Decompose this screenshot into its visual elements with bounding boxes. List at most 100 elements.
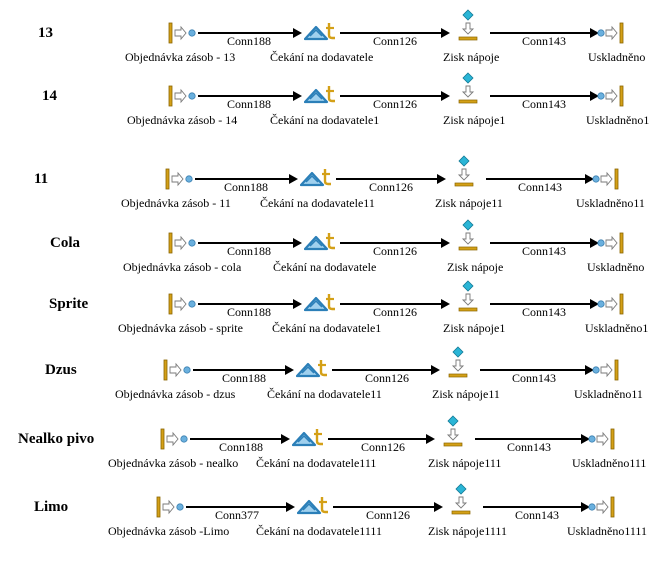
- connector-line[interactable]: [190, 438, 282, 440]
- triangle-clock-icon[interactable]: [291, 426, 326, 453]
- connector-line[interactable]: [475, 438, 582, 440]
- connector-label: Conn188: [227, 244, 272, 258]
- entry-bar-arrow-circle-icon[interactable]: [168, 232, 200, 259]
- connector-arrowhead: [441, 238, 450, 248]
- process-label: Zisk nápoje11: [435, 196, 503, 210]
- circle-arrow-exit-bar-icon[interactable]: [597, 22, 625, 49]
- circle-arrow-exit-bar-icon[interactable]: [588, 428, 616, 455]
- connector-arrowhead: [441, 91, 450, 101]
- process-label: Zisk nápoje1: [443, 321, 506, 335]
- flow-row: [0, 66, 667, 67]
- sink-label: Uskladněno: [587, 260, 645, 274]
- connector-label: Conn126: [373, 97, 418, 111]
- entry-bar-arrow-circle-icon[interactable]: [168, 22, 200, 49]
- entry-bar-arrow-circle-icon[interactable]: [156, 496, 188, 523]
- connector-label: Conn143: [507, 440, 552, 454]
- sink-label: Uskladněno11: [574, 387, 643, 401]
- diamond-down-arrow-icon[interactable]: [458, 72, 478, 111]
- entry-bar-arrow-circle-icon[interactable]: [163, 359, 195, 386]
- connector-label: Conn188: [227, 305, 272, 319]
- triangle-clock-icon[interactable]: [295, 357, 330, 384]
- circle-arrow-exit-bar-icon[interactable]: [597, 85, 625, 112]
- process-label: Zisk nápoje: [447, 260, 504, 274]
- flow-row: [0, 213, 667, 214]
- connector-line[interactable]: [198, 242, 294, 244]
- entry-bar-arrow-circle-icon[interactable]: [160, 428, 192, 455]
- flow-row: [0, 3, 667, 4]
- circle-arrow-exit-bar-icon[interactable]: [597, 293, 625, 320]
- connector-line[interactable]: [490, 242, 591, 244]
- connector-line[interactable]: [490, 303, 591, 305]
- connector-line[interactable]: [186, 506, 287, 508]
- row-title: Limo: [34, 499, 69, 515]
- source-label: Objednávka zásob - 13: [125, 50, 236, 64]
- row-title: 14: [42, 88, 57, 104]
- circle-arrow-exit-bar-icon[interactable]: [597, 232, 625, 259]
- connector-label: Conn143: [522, 34, 567, 48]
- connector-arrowhead: [441, 299, 450, 309]
- circle-arrow-exit-bar-icon[interactable]: [588, 496, 616, 523]
- connector-label: Conn143: [522, 305, 567, 319]
- source-label: Objednávka zásob - 14: [127, 113, 238, 127]
- connector-arrowhead: [281, 434, 290, 444]
- triangle-clock-icon[interactable]: [299, 166, 334, 193]
- connector-line[interactable]: [328, 438, 427, 440]
- diamond-down-arrow-icon[interactable]: [458, 219, 478, 258]
- connector-line[interactable]: [486, 178, 586, 180]
- connector-line[interactable]: [490, 32, 591, 34]
- diamond-down-arrow-icon[interactable]: [458, 280, 478, 319]
- diamond-down-arrow-icon[interactable]: [448, 346, 468, 385]
- diamond-down-arrow-icon[interactable]: [443, 415, 463, 454]
- diamond-down-arrow-icon[interactable]: [458, 9, 478, 48]
- connector-label: Conn188: [222, 371, 267, 385]
- sink-label: Uskladněno111: [572, 456, 647, 470]
- diamond-down-arrow-icon[interactable]: [451, 483, 471, 522]
- connector-line[interactable]: [336, 178, 438, 180]
- triangle-clock-icon[interactable]: [303, 230, 338, 257]
- flow-row: [0, 274, 667, 275]
- entry-bar-arrow-circle-icon[interactable]: [168, 293, 200, 320]
- connector-line[interactable]: [198, 32, 294, 34]
- connector-line[interactable]: [193, 369, 286, 371]
- connector-line[interactable]: [340, 32, 442, 34]
- delay-label: Čekání na dodavatele1: [270, 113, 380, 127]
- connector-line[interactable]: [340, 303, 442, 305]
- connector-line[interactable]: [483, 506, 582, 508]
- source-label: Objednávka zásob - dzus: [115, 387, 236, 401]
- circle-arrow-exit-bar-icon[interactable]: [592, 359, 620, 386]
- process-label: Zisk nápoje111: [428, 456, 502, 470]
- triangle-clock-icon[interactable]: [296, 494, 331, 521]
- diamond-down-arrow-icon[interactable]: [454, 155, 474, 194]
- connector-arrowhead: [286, 502, 295, 512]
- triangle-clock-icon[interactable]: [303, 83, 338, 110]
- connector-label: Conn126: [373, 244, 418, 258]
- connector-label: Conn188: [227, 34, 272, 48]
- connector-label: Conn143: [515, 508, 560, 522]
- triangle-clock-icon[interactable]: [303, 20, 338, 47]
- connector-line[interactable]: [490, 95, 591, 97]
- circle-arrow-exit-bar-icon[interactable]: [592, 168, 620, 195]
- connector-label: Conn188: [219, 440, 264, 454]
- entry-bar-arrow-circle-icon[interactable]: [168, 85, 200, 112]
- connector-line[interactable]: [340, 242, 442, 244]
- connector-line[interactable]: [480, 369, 586, 371]
- connector-label: Conn126: [373, 305, 418, 319]
- connector-line[interactable]: [195, 178, 290, 180]
- connector-arrowhead: [437, 174, 446, 184]
- delay-label: Čekání na dodavatele1: [272, 321, 382, 335]
- row-title: Nealko pivo: [18, 431, 95, 447]
- connector-arrowhead: [581, 434, 590, 444]
- connector-line[interactable]: [333, 506, 435, 508]
- sink-label: Uskladněno11: [576, 196, 645, 210]
- source-label: Objednávka zásob - sprite: [118, 321, 243, 335]
- connector-line[interactable]: [198, 303, 294, 305]
- connector-label: Conn188: [227, 97, 272, 111]
- connector-line[interactable]: [332, 369, 432, 371]
- connector-line[interactable]: [198, 95, 294, 97]
- row-title: Sprite: [49, 296, 89, 312]
- triangle-clock-icon[interactable]: [303, 291, 338, 318]
- connector-line[interactable]: [340, 95, 442, 97]
- entry-bar-arrow-circle-icon[interactable]: [165, 168, 197, 195]
- connector-arrowhead: [293, 28, 302, 38]
